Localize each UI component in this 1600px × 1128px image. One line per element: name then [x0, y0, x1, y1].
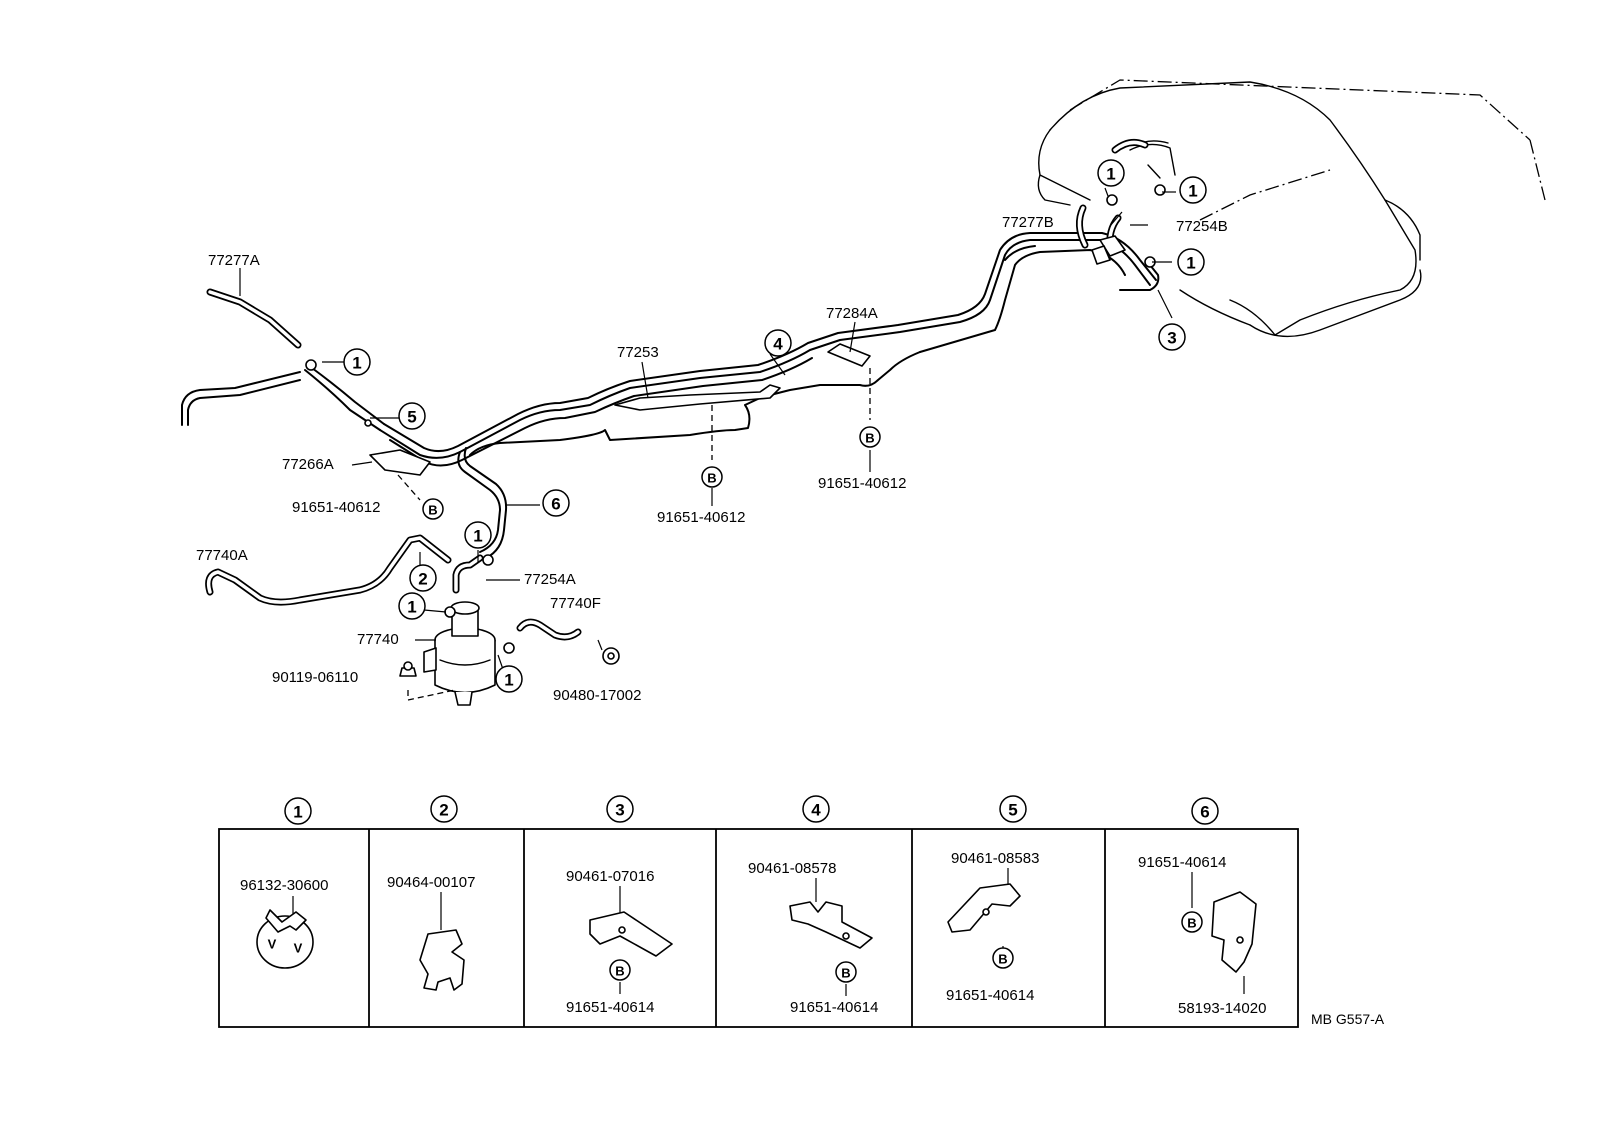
callout-b-legend-4: B — [835, 961, 857, 983]
svg-text:B: B — [998, 952, 1007, 967]
legend-header-2: 2 — [430, 795, 458, 823]
legend-header-6: 6 — [1191, 797, 1219, 825]
callout-2-a: 2 — [409, 564, 437, 592]
svg-text:1: 1 — [1106, 165, 1115, 184]
label-91651-40612-mid: 91651-40612 — [657, 509, 745, 526]
svg-text:5: 5 — [407, 408, 416, 427]
callouts: 1 5 6 1 2 1 1 4 1 1 1 3 B B B — [343, 159, 1207, 693]
clamp-illustration-6 — [1211, 891, 1257, 973]
label-77740F: 77740F — [550, 595, 601, 612]
callout-6-a: 6 — [542, 489, 570, 517]
fuel-filter — [305, 184, 1166, 706]
legend-6-part: 91651-40614 — [1138, 854, 1226, 871]
legend-5-sub: 91651-40614 — [946, 987, 1034, 1004]
part-labels: 77277A 77277B 77254B 77284A 77253 77266A… — [196, 214, 1228, 704]
svg-text:B: B — [707, 471, 716, 486]
clamp-illustration-1: V V — [256, 909, 314, 969]
label-91651-40612-right: 91651-40612 — [818, 475, 906, 492]
legend-header-1: 1 — [284, 797, 312, 825]
hoses — [205, 288, 582, 641]
clamp-illustration-2 — [419, 929, 465, 991]
legend-3-part: 90461-07016 — [566, 868, 654, 885]
callout-4-a: 4 — [764, 329, 792, 357]
hose-77277A — [206, 288, 302, 349]
legend-4-sub: 91651-40614 — [790, 999, 878, 1016]
fuel-lines — [181, 138, 1160, 559]
callout-3-a: 3 — [1158, 323, 1186, 351]
label-90119-06110: 90119-06110 — [272, 669, 358, 686]
label-77253: 77253 — [617, 344, 659, 361]
callout-b-legend-5: B — [992, 947, 1014, 969]
svg-text:2: 2 — [418, 570, 427, 589]
leader-lines — [239, 187, 1176, 676]
svg-text:V: V — [294, 941, 303, 956]
svg-text:6: 6 — [1200, 803, 1209, 822]
svg-text:1: 1 — [293, 803, 302, 822]
callout-5-a: 5 — [398, 402, 426, 430]
svg-text:B: B — [615, 964, 624, 979]
label-77277B: 77277B — [1002, 214, 1054, 231]
callout-1-f: 1 — [1179, 176, 1207, 204]
label-77254A: 77254A — [524, 571, 576, 588]
svg-text:1: 1 — [1188, 182, 1197, 201]
legend-header-5: 5 — [999, 795, 1027, 823]
label-77254B: 77254B — [1176, 218, 1228, 235]
svg-text:2: 2 — [439, 801, 448, 820]
label-91651-40612-left: 91651-40612 — [292, 499, 380, 516]
svg-text:1: 1 — [473, 527, 482, 546]
clamp-illustration-3 — [589, 911, 673, 957]
callout-1-d: 1 — [495, 665, 523, 693]
callout-1-b: 1 — [464, 521, 492, 549]
svg-text:4: 4 — [811, 801, 821, 820]
label-77277A: 77277A — [208, 252, 260, 269]
legend-panel: 1 2 3 4 5 6 96132-30600 V V 90464-00107 … — [218, 795, 1299, 1028]
legend-3-sub: 91651-40614 — [566, 999, 654, 1016]
legend-2-part: 90464-00107 — [387, 874, 475, 891]
svg-text:6: 6 — [551, 495, 560, 514]
bolt-lines — [397, 368, 871, 501]
svg-text:B: B — [865, 431, 874, 446]
svg-text:3: 3 — [615, 801, 624, 820]
legend-4-part: 90461-08578 — [748, 860, 836, 877]
svg-text:B: B — [841, 966, 850, 981]
svg-text:1: 1 — [407, 598, 416, 617]
diagram-code: MB G557-A — [1311, 1011, 1385, 1027]
legend-header-4: 4 — [802, 795, 830, 823]
callout-b-c: B — [859, 426, 881, 448]
callout-1-c: 1 — [398, 592, 426, 620]
label-77740: 77740 — [357, 631, 399, 648]
callout-b-legend-6: B — [1181, 911, 1203, 933]
label-77284A: 77284A — [826, 305, 878, 322]
svg-text:1: 1 — [352, 354, 361, 373]
svg-text:1: 1 — [1186, 254, 1195, 273]
label-77740A: 77740A — [196, 547, 248, 564]
hose-77254A — [452, 554, 484, 594]
legend-header-3: 3 — [606, 795, 634, 823]
fuel-tank — [1037, 79, 1546, 338]
label-77266A: 77266A — [282, 456, 334, 473]
callout-1-g: 1 — [1177, 248, 1205, 276]
svg-text:B: B — [1187, 916, 1196, 931]
callout-1-a: 1 — [343, 348, 371, 376]
clamp-illustration-5 — [947, 883, 1021, 933]
svg-text:V: V — [268, 937, 277, 952]
svg-text:5: 5 — [1008, 801, 1017, 820]
callout-b-a: B — [422, 498, 444, 520]
callout-b-b: B — [701, 466, 723, 488]
callout-b-legend-3: B — [609, 959, 631, 981]
legend-5-part: 90461-08583 — [951, 850, 1039, 867]
legend-6-sub: 58193-14020 — [1178, 1000, 1266, 1017]
clamp-illustration-4 — [789, 901, 873, 949]
svg-text:B: B — [428, 503, 437, 518]
label-90480-17002: 90480-17002 — [553, 687, 641, 704]
legend-1-part: 96132-30600 — [240, 877, 328, 894]
svg-text:1: 1 — [504, 671, 513, 690]
svg-text:4: 4 — [773, 335, 783, 354]
callout-1-e: 1 — [1097, 159, 1125, 187]
svg-text:3: 3 — [1167, 329, 1176, 348]
